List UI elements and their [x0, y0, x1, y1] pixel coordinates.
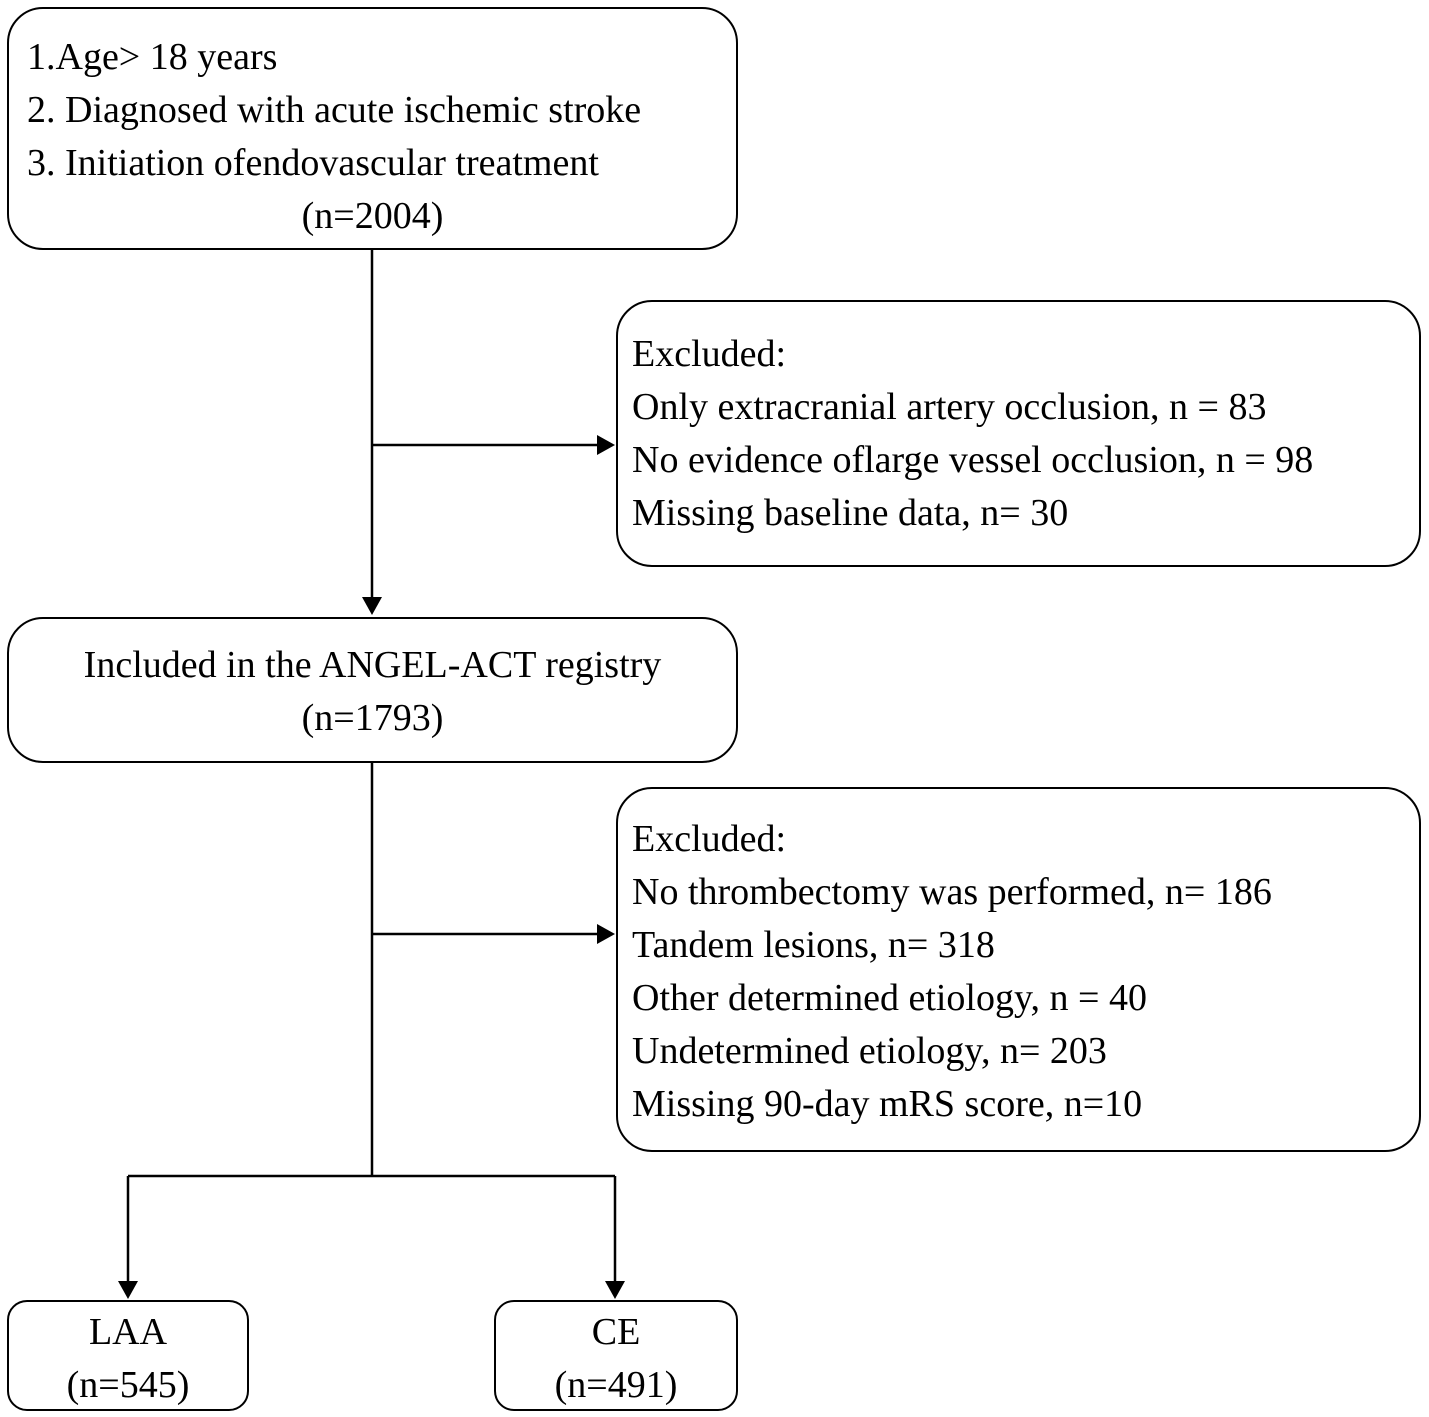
- arrowhead-ce: [605, 1281, 625, 1299]
- group-label-laa: LAA: [88, 1311, 168, 1353]
- arrowhead-exclusion2: [597, 924, 615, 944]
- exclusion2-item: Tandem lesions, n= 318: [632, 924, 995, 966]
- group-box-laa: LAA (n=545): [7, 1300, 249, 1411]
- exclusion1-item: No evidence oflarge vessel occlusion, n …: [632, 439, 1314, 481]
- arrowhead-laa: [118, 1281, 138, 1299]
- inclusion-criteria-box: 1.Age> 18 years 2. Diagnosed with acute …: [7, 7, 738, 250]
- criteria-count: (n=2004): [301, 195, 444, 237]
- group-box-ce: CE (n=491): [494, 1300, 738, 1411]
- criteria-line-3: 3. Initiation ofendovascular treatment: [27, 142, 599, 184]
- included-count: (n=1793): [301, 697, 444, 739]
- exclusion2-item: Missing 90-day mRS score, n=10: [632, 1083, 1143, 1125]
- group-count-ce: (n=491): [554, 1364, 678, 1406]
- included-box: Included in the ANGEL-ACT registry (n=17…: [7, 617, 738, 763]
- criteria-line-1: 1.Age> 18 years: [27, 36, 278, 78]
- exclusion2-item: No thrombectomy was performed, n= 186: [632, 871, 1272, 913]
- included-label: Included in the ANGEL-ACT registry: [83, 644, 662, 686]
- arrowhead-exclusion1: [597, 435, 615, 455]
- group-label-ce: CE: [591, 1311, 641, 1353]
- exclusion2-item: Undetermined etiology, n= 203: [632, 1030, 1107, 1072]
- arrowhead-included: [362, 597, 382, 615]
- criteria-line-2: 2. Diagnosed with acute ischemic stroke: [27, 89, 642, 131]
- group-count-laa: (n=545): [66, 1364, 190, 1406]
- exclusion1-title: Excluded:: [632, 333, 787, 375]
- exclusion1-item: Missing baseline data, n= 30: [632, 492, 1069, 534]
- exclusion2-item: Other determined etiology, n = 40: [632, 977, 1147, 1019]
- exclusion1-item: Only extracranial artery occlusion, n = …: [632, 386, 1267, 428]
- exclusion-box-1: Excluded: Only extracranial artery occlu…: [616, 300, 1421, 567]
- exclusion-box-2: Excluded: No thrombectomy was performed,…: [616, 787, 1421, 1152]
- exclusion2-title: Excluded:: [632, 818, 787, 860]
